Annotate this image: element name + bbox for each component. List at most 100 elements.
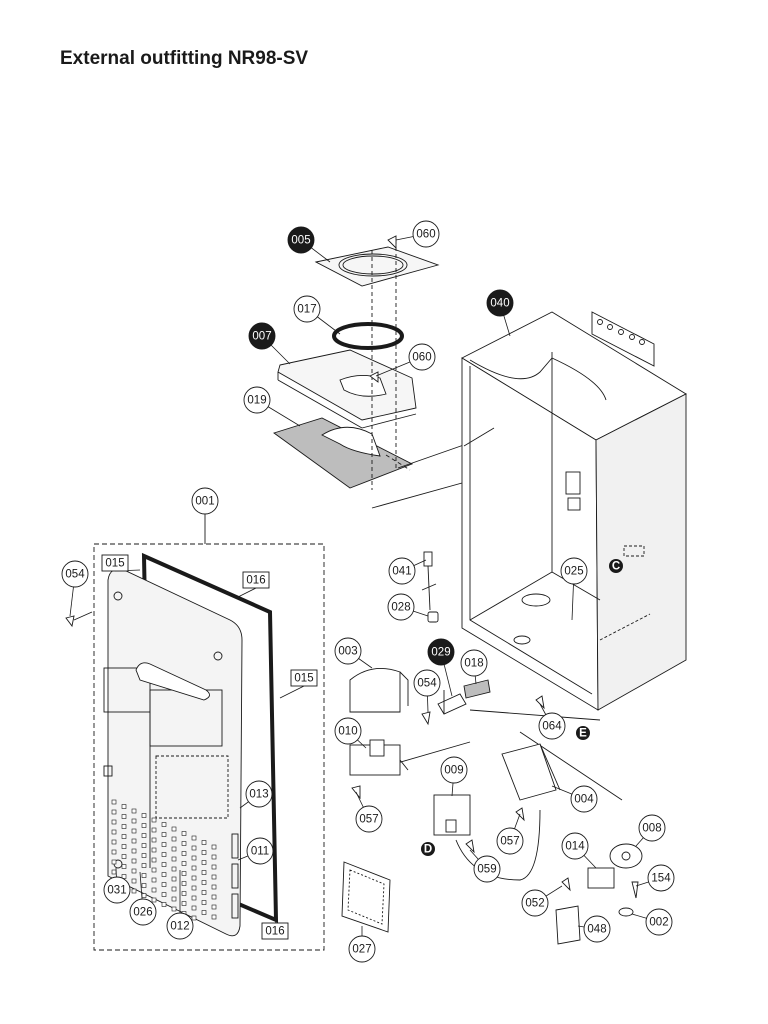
grille-hole (181, 831, 187, 836)
grille-hole (211, 904, 217, 910)
callout-019: 019 (243, 386, 271, 414)
callout-label: 154 (651, 873, 671, 885)
callout-005: 005 (287, 226, 315, 254)
grille-hole (191, 915, 197, 921)
boxed-label-frame (242, 571, 270, 589)
screws (65, 235, 639, 899)
callout-label: 028 (391, 602, 410, 614)
grille-hole (181, 881, 187, 886)
filter-sheet-027 (341, 861, 391, 933)
grille-hole (201, 840, 207, 845)
connection-marker-dot (576, 726, 590, 740)
callout-label: 011 (251, 846, 269, 858)
grille-hole (171, 846, 177, 852)
grille-hole (161, 862, 167, 867)
callout-label: 001 (195, 496, 214, 508)
connection-marker-C: C (609, 559, 623, 573)
callout-031: 031 (103, 876, 131, 904)
grille-hole (141, 833, 147, 838)
leader-line-016 (235, 587, 257, 599)
panel-assembly-box-001 (93, 515, 325, 951)
callout-001: 001 (191, 487, 219, 515)
callout-060: 060 (408, 343, 436, 371)
callout-label: 014 (565, 841, 585, 853)
callout-circle (408, 343, 436, 371)
grille-hole (181, 901, 187, 906)
connection-marker-dot (421, 842, 435, 856)
insulation-plate-019 (273, 417, 414, 489)
callout-label: 029 (431, 647, 450, 659)
grille-hole (151, 837, 157, 843)
electrode-041 (421, 551, 437, 611)
grille-hole (131, 828, 137, 834)
callout-003: 003 (334, 637, 362, 665)
callout-circle (427, 638, 455, 666)
callout-label: 057 (500, 836, 519, 848)
callout-label: 026 (133, 907, 152, 919)
callout-label: 008 (642, 823, 661, 835)
grille-hole (171, 906, 177, 912)
boxed-label-015: 015 (101, 554, 129, 572)
grille-hole (211, 914, 217, 920)
grille-hole (141, 883, 147, 888)
front-panel-grille (111, 799, 217, 921)
callout-circle (348, 935, 376, 963)
grille-hole (131, 888, 137, 894)
grille-hole (111, 829, 117, 835)
connection-marker-dot (609, 559, 623, 573)
boxed-label-016: 016 (242, 571, 270, 589)
grille-hole (121, 834, 127, 839)
grille-hole (121, 804, 127, 809)
leader-line-015 (279, 685, 305, 699)
callout-circle (412, 220, 440, 248)
boxed-label-text: 016 (265, 926, 284, 938)
label-048 (555, 905, 581, 945)
callout-circle (521, 889, 549, 917)
callout-label: 031 (107, 885, 126, 897)
callout-circle (248, 322, 276, 350)
grille-hole (131, 848, 137, 854)
bracket-029 (437, 690, 467, 715)
callout-057: 057 (355, 805, 383, 833)
grille-hole (121, 864, 127, 869)
grille-hole (191, 905, 197, 911)
grille-hole (141, 873, 147, 878)
callout-circle (560, 557, 588, 585)
grille-hole (141, 853, 147, 858)
callout-circle (496, 827, 524, 855)
boxed-label-text: 015 (294, 673, 313, 685)
cabinet-040 (461, 311, 687, 711)
grille-hole (211, 884, 217, 890)
grille-hole (171, 896, 177, 902)
callout-circle (334, 717, 362, 745)
boxed-label-text: 016 (246, 575, 265, 587)
callout-label: 025 (564, 566, 583, 578)
callout-label: 060 (412, 352, 431, 364)
callout-circle (561, 832, 589, 860)
grille-hole (121, 844, 127, 849)
grille-hole (211, 874, 217, 880)
grille-hole (111, 839, 117, 845)
callout-circle (243, 386, 271, 414)
grille-hole (131, 868, 137, 874)
grille-hole (121, 854, 127, 859)
boxed-label-016: 016 (261, 922, 289, 940)
callout-002: 002 (645, 908, 673, 936)
callout-circle (191, 487, 219, 515)
grille-hole (171, 886, 177, 892)
callout-025: 025 (560, 557, 588, 585)
connection-marker-text: D (424, 844, 432, 856)
callout-circle (645, 908, 673, 936)
grille-hole (131, 818, 137, 824)
grille-hole (111, 849, 117, 855)
grille-hole (151, 897, 157, 903)
callout-041: 041 (388, 557, 416, 585)
callout-circle (473, 855, 501, 883)
grille-hole (191, 845, 197, 851)
callout-026: 026 (129, 898, 157, 926)
grille-hole (171, 876, 177, 882)
callout-label: 009 (444, 765, 463, 777)
callout-circle (388, 557, 416, 585)
callout-circle (647, 864, 675, 892)
